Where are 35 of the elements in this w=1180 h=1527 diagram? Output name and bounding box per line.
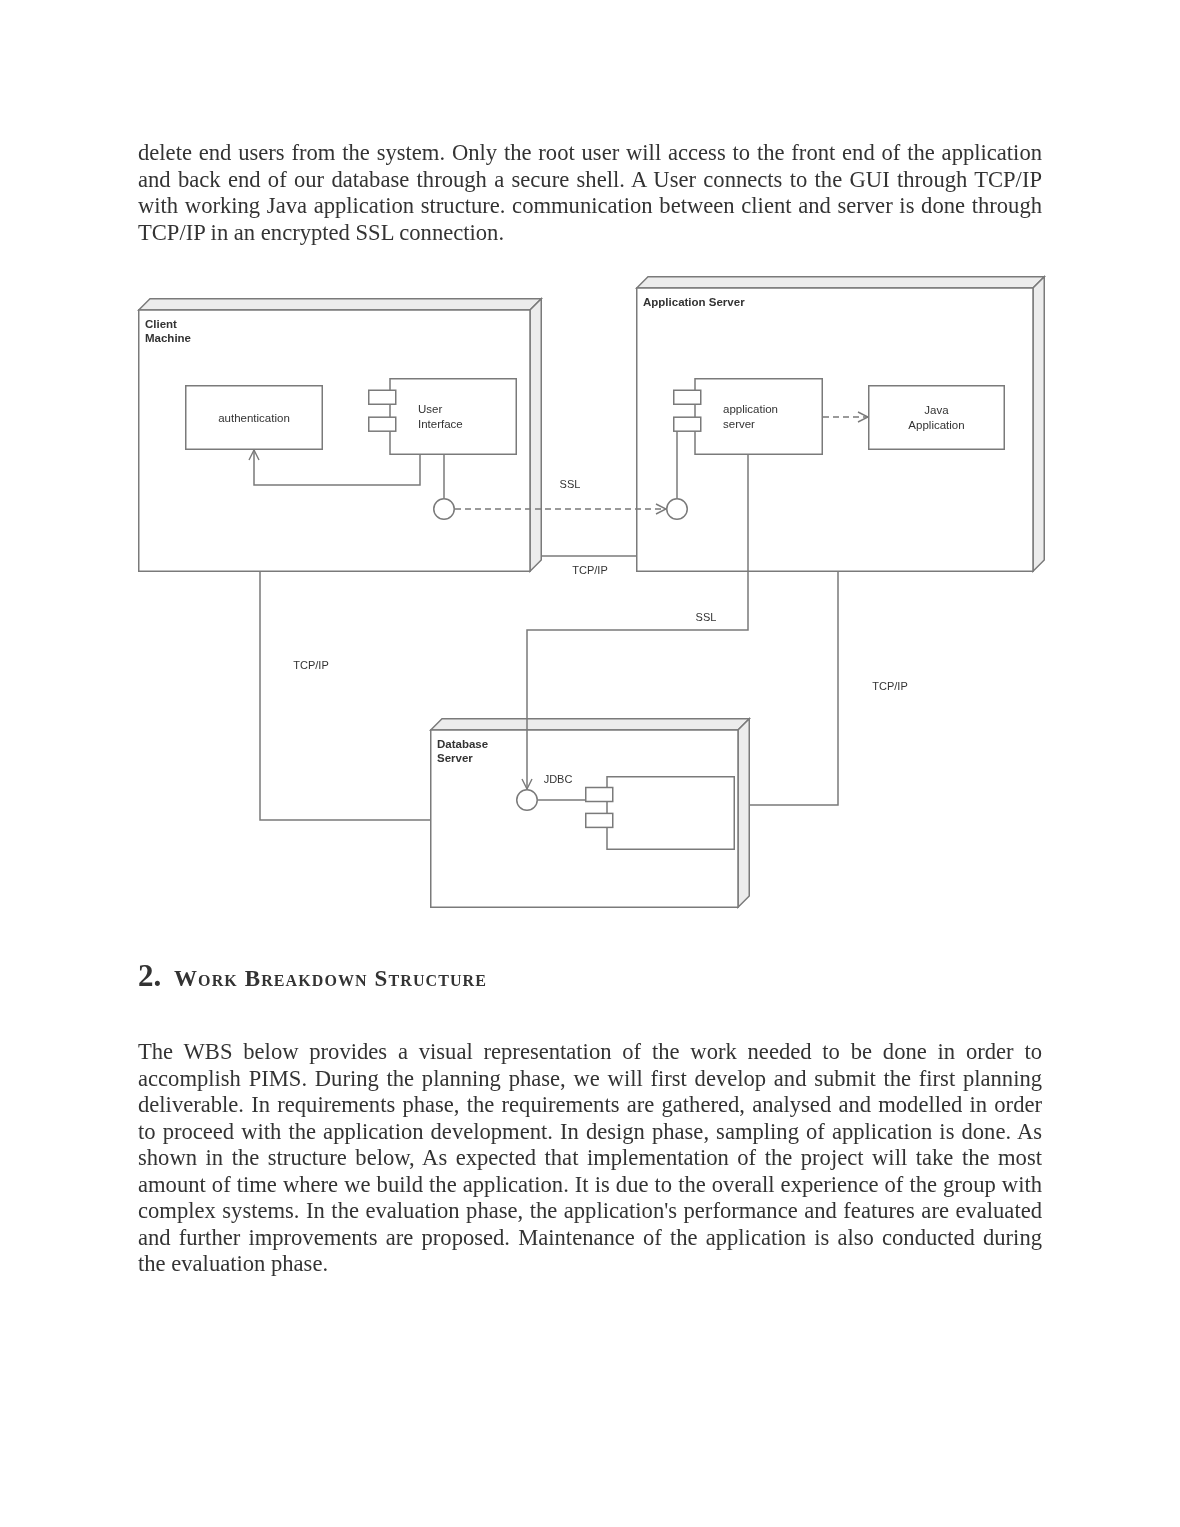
component-label: User Interface [418, 401, 463, 432]
arrow [454, 503, 667, 515]
connector-line [443, 454, 445, 499]
node-label: Database Server [437, 737, 489, 765]
interface-circle [666, 498, 688, 520]
box-label: Java Application [908, 402, 965, 433]
connector-line [749, 571, 839, 806]
arrow [822, 411, 869, 423]
arrow [521, 454, 749, 790]
interface-circle [516, 789, 538, 811]
node-label: Client Machine [145, 317, 191, 345]
connector-line [537, 799, 586, 801]
interface-label: JDBC [543, 772, 573, 786]
deployment-node [636, 276, 1045, 572]
node-label: Application Server [643, 295, 745, 309]
artifact-box [185, 385, 323, 450]
edge-label: SSL [693, 610, 719, 624]
edge-label: TCP/IP [291, 658, 331, 672]
edge-label: SSL [557, 477, 583, 491]
section-heading: Work Breakdown Structure [174, 966, 488, 992]
interface-circle [433, 498, 455, 520]
box-label: authentication [218, 410, 290, 425]
edge-label: TCP/IP [870, 679, 910, 693]
component-label: application server [723, 401, 778, 432]
connector-line [259, 571, 431, 821]
deployment-node [138, 298, 542, 572]
body-paragraph: The WBS below provides a visual representation of the work needed to be done in order to accomplish PIMS. During the planning phase, we will first develop and submit the first planning deliverable. In requirements phase, the requirements are gathered, analysed and modelled in order to proceed with the application development. In design phase, sampling of application is done. As shown in the structure below, As expected that implementation of the project will take the most amount of time where we build the application. It is due to the overall experience of the group with complex systems. In the evaluation phase, the application's performance and features are evaluated and further improvements are proposed. Maintenance of the application is also conducted during the evaluation phase. [138, 1039, 1042, 1278]
connector-line [676, 430, 678, 499]
connector-line [541, 555, 637, 557]
section-number: 2. [138, 958, 162, 994]
edge-label: TCP/IP [570, 563, 610, 577]
body-paragraph: delete end users from the system. Only the root user will access to the front end of the application and back end of our database through a secure shell. A User connects to the GUI through TCP/IP with working Java application structure. communication between client and server is done through TCP/IP in an encrypted SSL connection. [138, 140, 1042, 246]
arrow [248, 449, 421, 486]
deployment-node [430, 718, 750, 908]
artifact-box [868, 385, 1005, 450]
